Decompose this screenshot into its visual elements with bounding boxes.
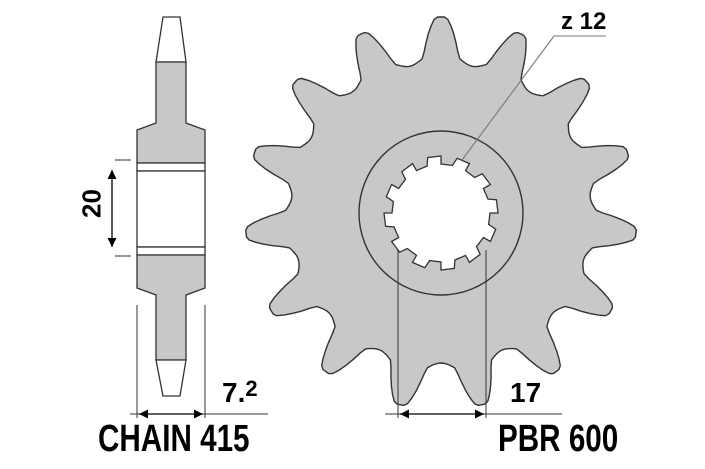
side-tooth-top-tip xyxy=(155,16,187,63)
dimension-17-label: 17 xyxy=(510,377,542,408)
z12-leader-line xyxy=(461,35,555,161)
dimension-72-label: 7.2 xyxy=(222,376,258,409)
part-number-label: PBR 600 xyxy=(498,418,619,460)
side-tooth-bottom-tip xyxy=(155,359,187,397)
front-view xyxy=(244,16,638,419)
dimension-72-main: 7. xyxy=(222,377,246,408)
side-upper-body xyxy=(136,61,206,164)
side-lower-body xyxy=(136,254,206,361)
dimension-72-sup: 2 xyxy=(245,376,258,401)
dimension-20-label: 20 xyxy=(76,189,107,218)
hub-circle xyxy=(358,130,524,296)
side-hub-band-top xyxy=(136,162,206,172)
side-hub-white xyxy=(136,170,206,248)
spline-bore xyxy=(383,155,499,271)
chain-label: CHAIN 415 xyxy=(98,418,250,460)
side-profile-view xyxy=(107,16,268,419)
side-hub-band-bottom xyxy=(136,246,206,256)
teeth-count-label: z 12 xyxy=(561,8,607,35)
